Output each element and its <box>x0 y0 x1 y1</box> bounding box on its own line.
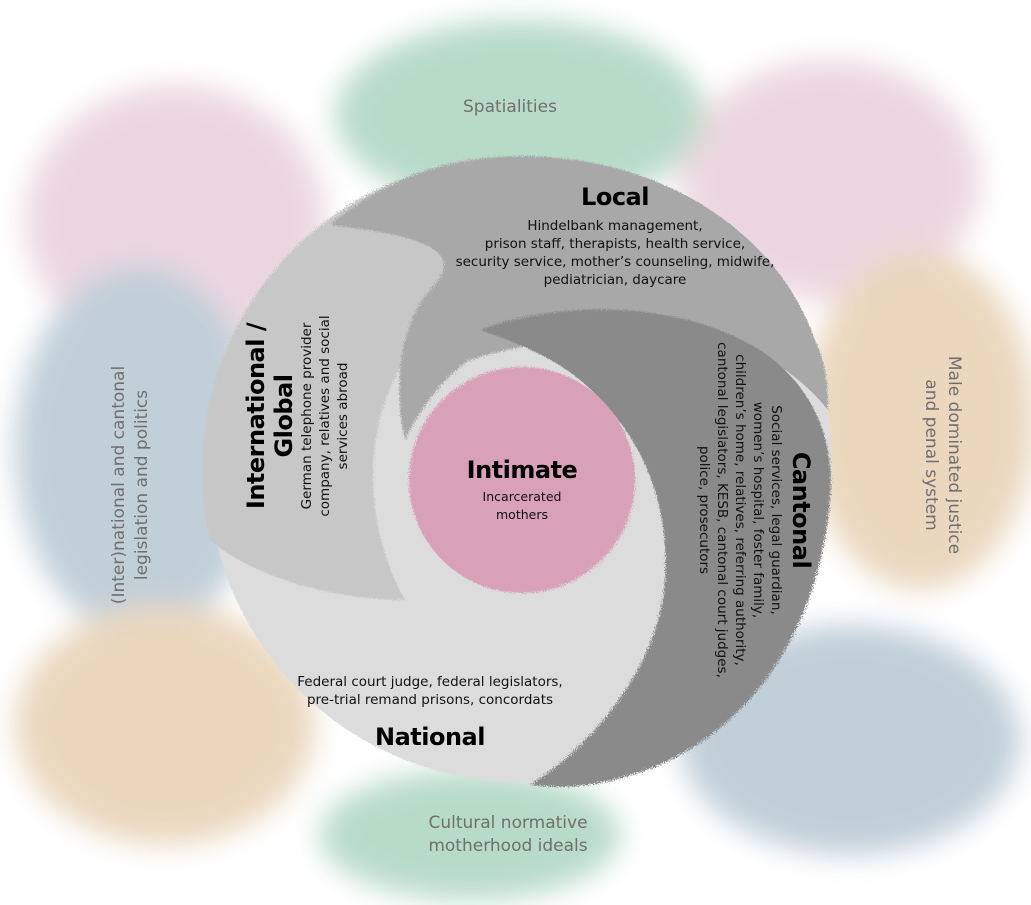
local-line-2: prison staff, therapists, health service… <box>484 236 746 252</box>
spiral-circle <box>202 156 832 787</box>
intimate-label-group: Intimate Incarcerated mothers <box>442 456 602 524</box>
cantonal-line-1: Social services, legal guardian, <box>768 405 784 615</box>
intimate-region <box>409 367 635 593</box>
pink-blob-top-right <box>680 60 980 300</box>
cantonal-line-5: police, prosecutors <box>696 445 712 575</box>
blue-blob-left <box>15 265 265 635</box>
context-left-line2: legislation and politics <box>132 389 152 581</box>
local-title: Local <box>581 183 649 211</box>
international-line-2: company, relatives and social <box>317 315 333 517</box>
intimate-title: Intimate <box>466 456 578 484</box>
context-bottom-label: Cultural normative motherhood ideals <box>388 812 628 858</box>
context-right-label: Male dominated justice and penal system <box>915 305 965 605</box>
local-line-4: pediatrician, daycare <box>543 272 687 288</box>
cantonal-line-4: cantonal legislators, KESB, cantonal cou… <box>714 342 730 678</box>
local-label-group: Local Hindelbank management, prison staf… <box>430 183 800 289</box>
context-right-line2: and penal system <box>921 379 941 531</box>
national-line-1: Federal court judge, federal legislators… <box>297 674 563 690</box>
context-left-label: (Inter)national and cantonal legislation… <box>108 335 158 635</box>
local-region <box>330 156 828 440</box>
intimate-line-2: mothers <box>496 507 548 522</box>
tan-blob-right <box>805 250 1031 590</box>
international-line-3: services abroad <box>335 362 351 470</box>
national-line-2: pre-trial remand prisons, concordats <box>306 692 554 708</box>
tan-blob-bottom-left <box>15 605 315 845</box>
cantonal-line-2: women’s hospital, foster family, <box>750 401 766 619</box>
international-title-line1: International / <box>242 322 270 510</box>
context-top-label: Spatialities <box>463 97 557 117</box>
cantonal-label-group: Cantonal Social services, legal guardian… <box>675 325 815 695</box>
national-label-group: Federal court judge, federal legislators… <box>270 673 590 751</box>
national-title: National <box>375 723 485 751</box>
blue-blob-bottom-right <box>680 625 1020 855</box>
intimate-line-1: Incarcerated <box>482 489 562 504</box>
international-line-1: German telephone provider <box>299 322 315 510</box>
local-line-3: security service, mother’s counseling, m… <box>455 254 775 270</box>
context-bottom-line2: motherhood ideals <box>428 836 588 856</box>
international-title-line2: Global <box>270 374 298 458</box>
cantonal-region <box>480 309 831 787</box>
international-label-group: International / Global German telephone … <box>242 266 382 566</box>
context-right-line1: Male dominated justice <box>944 355 964 555</box>
local-line-1: Hindelbank management, <box>527 218 703 234</box>
context-left-line1: (Inter)national and cantonal <box>109 365 129 605</box>
green-blob-bottom <box>320 770 620 900</box>
green-blob-top <box>335 20 705 210</box>
context-bottom-line1: Cultural normative <box>428 813 588 833</box>
cantonal-line-3: children’s home, relatives, referring au… <box>732 354 748 666</box>
cantonal-title: Cantonal <box>787 451 815 569</box>
